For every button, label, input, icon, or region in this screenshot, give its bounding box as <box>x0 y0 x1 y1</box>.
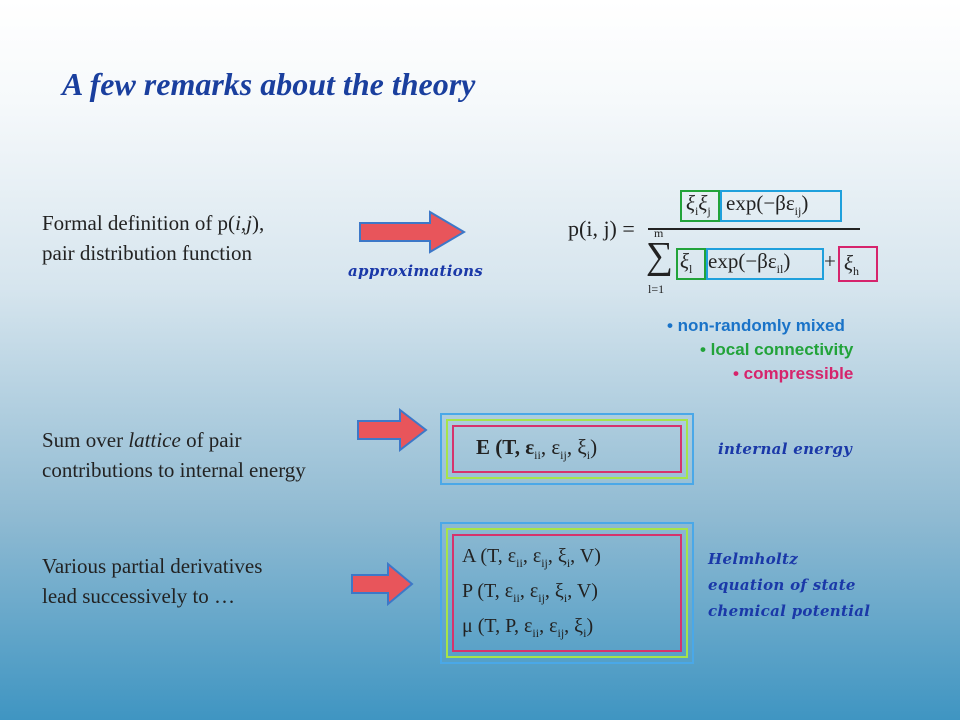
helmholtz-label: Helmholtz <box>708 550 799 568</box>
pressure-expression: P (T, εii, εij, ξi, V) <box>462 580 598 605</box>
approximations-label: approximations <box>348 262 484 280</box>
pair-distribution-equation: p(i, j) = ξiξj exp(−βεij) m ∑ l=1 ξl exp… <box>568 186 908 306</box>
row1-text: Formal definition of p(i,j), pair distri… <box>42 208 264 268</box>
numerator-exp-box <box>720 190 842 222</box>
energy-box-inner <box>452 425 682 473</box>
row1-line1-ital: i,j <box>235 211 252 235</box>
row1-line1-a: Formal definition of p( <box>42 211 236 235</box>
fraction-bar <box>648 228 860 230</box>
sum-upper: m <box>654 226 664 240</box>
energy-box-outer <box>440 413 694 485</box>
numerator-xi-box <box>680 190 720 222</box>
derivatives-box-mid <box>446 528 688 658</box>
equation-lhs: p(i, j) = <box>568 216 635 241</box>
row2-line2: contributions to internal energy <box>42 458 306 482</box>
row2-line1-ital: lattice <box>128 428 181 452</box>
bullet-compressible: • compressible <box>733 364 854 383</box>
derivatives-box-inner <box>452 534 682 652</box>
plus-sign: + <box>824 249 836 273</box>
row3-line2: lead successively to … <box>42 584 236 608</box>
denominator-exp: exp(−βεil) <box>708 249 791 277</box>
numerator-xi: ξiξj <box>686 191 711 219</box>
arrow-right-icon <box>359 210 466 254</box>
sum-sign: ∑ <box>646 235 674 277</box>
row1-line1-end: ), <box>251 211 265 235</box>
denominator-xih-box <box>838 246 878 282</box>
bullet-non-randomly-mixed: • non-randomly mixed <box>667 316 845 335</box>
slide-title: A few remarks about the theory <box>62 66 476 102</box>
chemical-potential-label: chemical potential <box>708 602 871 620</box>
row2-text: Sum over lattice of pair contributions t… <box>42 425 306 485</box>
derivative-labels: Helmholtz equation of state chemical pot… <box>708 546 870 624</box>
chemical-potential-expression: μ (T, P, εii, εij, ξi) <box>462 615 594 640</box>
row1-line2: pair distribution function <box>42 241 252 265</box>
helmholtz-expression: A (T, εii, εij, ξi, V) <box>462 545 601 570</box>
numerator-exp: exp(−βεij) <box>726 191 809 219</box>
derivatives-list: A (T, εii, εij, ξi, V) P (T, εii, εij, ξ… <box>462 542 601 647</box>
bullet-local-connectivity: • local connectivity <box>700 340 854 359</box>
denominator-xi-box <box>676 248 706 280</box>
arrow-right-icon <box>357 408 428 452</box>
row2-line1-post: of pair <box>180 428 242 452</box>
arrow-right-icon <box>351 562 414 606</box>
denominator-xih: ξh <box>844 251 859 279</box>
row3-text: Various partial derivatives lead success… <box>42 551 262 611</box>
row2-line1-pre: Sum over <box>42 428 129 452</box>
denominator-exp-box <box>706 248 824 280</box>
sum-lower: l=1 <box>648 282 665 296</box>
derivatives-box-outer <box>440 522 694 664</box>
energy-expression: E (T, εii, εij, ξi) <box>476 435 598 463</box>
equation-of-state-label: equation of state <box>708 576 856 594</box>
denominator-xi: ξl <box>680 249 693 277</box>
energy-box-mid <box>446 419 688 479</box>
row3-line1: Various partial derivatives <box>42 554 263 578</box>
internal-energy-label: internal energy <box>718 440 853 458</box>
